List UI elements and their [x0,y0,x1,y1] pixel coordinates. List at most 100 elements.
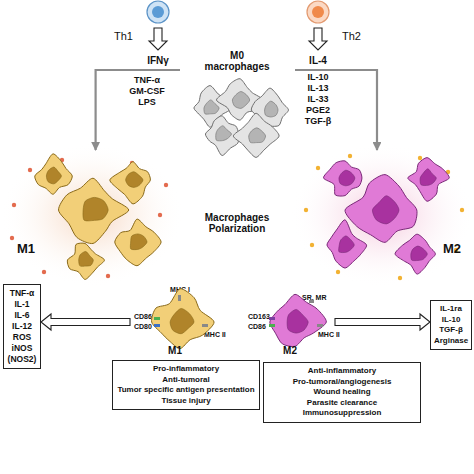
macrophage-nucleus [216,126,232,141]
cell-label: M2 [245,345,335,356]
macrophage-body [327,220,367,268]
m1-cytokine-dots [10,158,168,278]
cell-illustration [306,0,330,24]
box-text: iNOS (NOS2) [6,343,38,365]
macrophage-body [233,113,279,157]
cell-label: M1 [17,242,35,256]
surface-receptor [309,300,314,303]
surface-receptor [178,295,181,301]
macrophage-body [67,243,104,279]
polarization-arrow [295,70,377,150]
box-text: IL-6 [6,310,38,321]
macrophage-nucleus [130,234,147,250]
macrophage-nucleus [339,236,355,253]
macrophage-nucleus [287,309,308,333]
m1-secretion-box: TNF-αIL-1IL-6IL-12ROSiNOS (NOS2) [3,284,41,369]
m2-macrophage-cluster: M2 [305,150,465,280]
secretion-arrow [309,28,327,50]
surface-receptor [269,324,275,327]
m1-halo [0,143,184,287]
stimulus-label: TNF-α [134,76,160,86]
macrophage-nucleus [411,246,428,261]
m2-secretion-box: IL-1raIL-10TGF-βArginase [430,300,472,350]
marker-label: CD86 [248,323,266,331]
cell-label: M0 macrophages [204,50,270,72]
m2-cytokine-dots [304,154,464,280]
macrophage-nucleus [372,196,399,224]
marker-label: SR, MR [302,294,327,302]
m2-function-box: Anti-inflammatoryPro-tumoral/angiogenesi… [263,362,421,423]
box-text: ROS [6,332,38,343]
surface-receptor [202,324,208,327]
box-text: Pro-inflammatory [115,364,257,375]
box-text: IL-1 [6,299,38,310]
stimulus-label: PGE2 [306,106,330,116]
box-text: TGF-β [433,325,469,336]
surface-receptor [269,317,275,320]
macrophage-body [152,289,215,349]
box-text: Tissue injury [115,396,257,407]
macrophage-nucleus [249,128,266,143]
marker-label: CD163 [248,313,270,321]
macrophage-nucleus [83,197,108,220]
macrophage-nucleus [265,101,278,117]
surface-receptor [154,324,160,327]
marker-label: CD80 [134,323,152,331]
secretion-arrow [149,28,167,50]
process-label: Macrophages Polarization [192,212,282,234]
secretion-arrow [335,314,430,330]
surface-receptor [317,324,323,327]
macrophage-nucleus [170,308,194,333]
stimulus-label: IL-10 [307,73,328,83]
cell-illustration [15,150,170,280]
box-text: Anti-inflammatory [266,366,418,377]
t-cell-body [147,1,169,23]
th2-cell: Th2 [306,0,330,24]
cell-label: M1 [130,345,220,356]
macrophage-nucleus [232,92,249,109]
stimulus-label: TGF-β [305,117,332,127]
box-text: Arginase [433,336,469,347]
stimulus-label: GM-CSF [129,87,165,97]
box-text: Pro-tumoral/angiogenesis [266,377,418,388]
box-text: IL-1ra [433,304,469,315]
cytokine-label: IFNγ [147,55,169,66]
stimulus-label: IL-13 [307,84,328,94]
macrophage-body [110,162,151,204]
t-cell-nucleus [312,6,324,18]
macrophage-body [115,219,161,266]
stimulus-label: IL-33 [307,95,328,105]
macrophage-body [270,294,326,346]
m1-macrophage: M1 [130,292,220,358]
m2-macrophage: M2 [245,292,335,358]
macrophage-nucleus [79,251,94,266]
cell-label: Th1 [114,30,133,42]
secretion-arrow [41,314,130,330]
macrophage-body [324,161,362,196]
box-text: Wound healing [266,387,418,398]
cytokine-label: IL-4 [309,55,327,66]
macrophage-nucleus [420,169,436,186]
surface-receptor [154,317,160,320]
box-text: Tumor specific antigen presentation [115,385,257,396]
marker-label: CD86 [134,313,152,321]
box-text: TNF-α [6,288,38,299]
cell-label: M2 [443,242,461,256]
box-text: IL-12 [6,321,38,332]
t-cell-nucleus [152,6,164,18]
t-cell-body [307,1,329,23]
stimulus-label: LPS [138,98,156,108]
macrophage-nucleus [126,172,143,188]
m1-macrophage-cluster: M1 [15,150,170,280]
macrophage-body [395,234,435,274]
box-text: IL-10 [433,315,469,326]
macrophage-body [35,154,73,194]
marker-label: MHC II [204,331,226,339]
macrophage-body [408,158,449,202]
m0-macrophage-cluster: M0 macrophages [180,50,295,152]
marker-label: MHC II [318,331,340,339]
box-text: Anti-tumoral [115,375,257,386]
cell-illustration [146,0,170,24]
